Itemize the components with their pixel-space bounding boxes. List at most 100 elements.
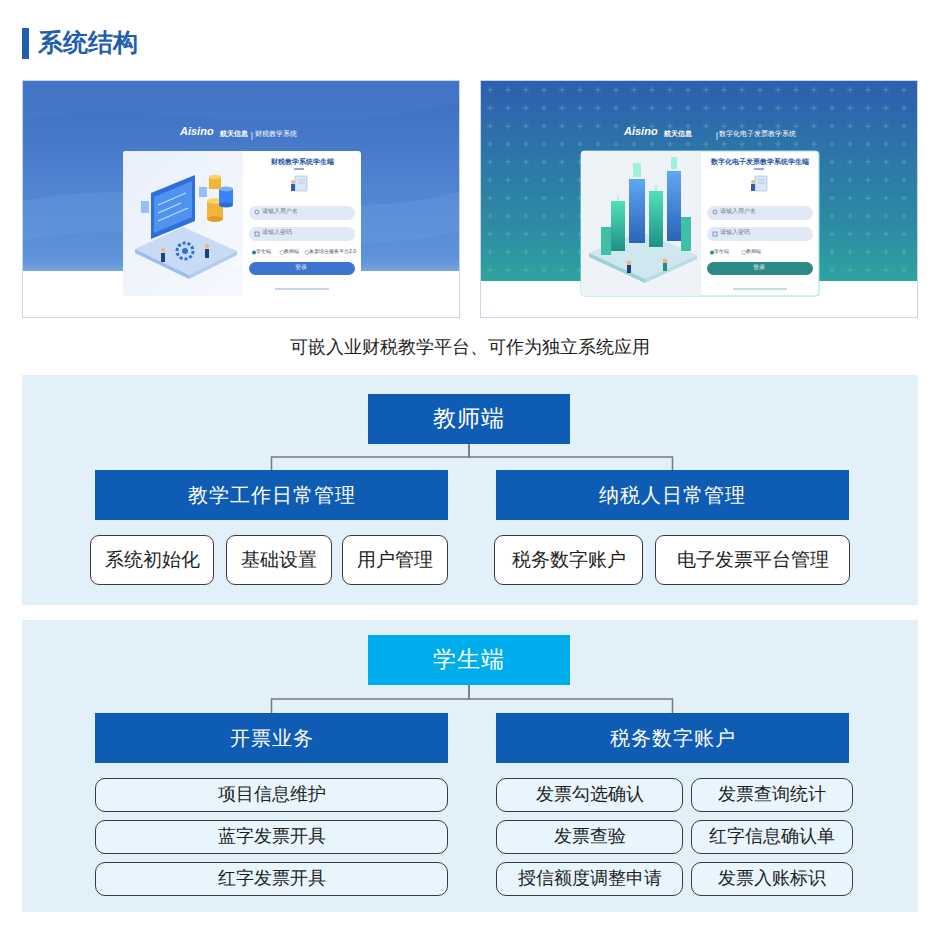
login-illustration	[219, 202, 233, 207]
login-illustration	[158, 193, 186, 205]
node-text: 教学工作日常管理	[188, 483, 356, 507]
function-item: 红字信息确认单	[691, 820, 853, 854]
login-illustration	[589, 253, 645, 283]
node-text: 电子发票平台管理	[677, 549, 829, 572]
system-name: 数字化电子发票教学系统	[719, 130, 796, 137]
node-text: 蓝字发票开具	[218, 826, 326, 848]
login-illustration	[671, 157, 677, 169]
login-illustration	[249, 262, 355, 275]
login-illustration	[633, 163, 641, 177]
login-illustration	[255, 210, 259, 214]
login-illustration	[663, 259, 668, 264]
login-illustration	[742, 251, 746, 255]
node-text: 发票查验	[554, 826, 626, 848]
login-illustration	[280, 251, 284, 255]
brand-logo: Aisino	[624, 126, 658, 137]
login-illustration	[182, 248, 188, 254]
login-illustration	[158, 208, 188, 221]
title-bar	[22, 28, 29, 59]
function-item: 发票入账标识	[691, 862, 853, 896]
function-box: 系统初始化	[90, 535, 214, 585]
login-illustration	[663, 263, 667, 271]
brand-logo: Aisino	[180, 126, 214, 137]
node-text: 授信额度调整申请	[518, 868, 662, 890]
login-illustration	[629, 179, 645, 243]
login-screenshot	[22, 80, 460, 318]
node-text: 红字发票开具	[218, 868, 326, 890]
login-illustration	[627, 265, 631, 273]
tree-connector	[272, 444, 470, 470]
login-illustration	[199, 187, 207, 197]
login-illustration	[123, 151, 361, 296]
function-item: 发票查询统计	[691, 778, 853, 812]
login-illustration	[161, 253, 165, 262]
radio-label: 教师端	[746, 249, 761, 254]
login-illustration	[618, 195, 619, 201]
brand-name: 航天信息	[664, 130, 692, 137]
login-illustration	[294, 169, 304, 170]
node-text: 发票入账标识	[718, 868, 826, 890]
login-illustration	[733, 289, 787, 290]
login-illustration	[23, 81, 460, 318]
function-item: 授信额度调整申请	[496, 862, 683, 896]
login-illustration	[154, 181, 192, 233]
login-title: 数字化电子发票教学系统学生端	[711, 158, 809, 165]
login-illustration	[255, 232, 259, 236]
module-header: 税务数字账户	[496, 713, 849, 763]
function-box: 基础设置	[226, 535, 332, 585]
login-illustration	[710, 251, 714, 255]
login-illustration	[249, 206, 355, 220]
login-illustration	[189, 251, 237, 279]
login-illustration	[123, 151, 243, 296]
module-header: 纳税人日常管理	[496, 470, 849, 520]
login-illustration	[135, 227, 237, 275]
function-item: 红字发票开具	[95, 862, 448, 896]
brand-name: 航天信息	[220, 130, 248, 137]
radio-label: 教师端	[284, 249, 299, 254]
login-button-text: 登录	[295, 264, 307, 270]
tree-connector	[469, 444, 673, 470]
node-text: 税务数字账户	[610, 726, 736, 750]
login-illustration	[751, 184, 755, 191]
login-button-text: 登录	[753, 264, 765, 270]
login-illustration	[298, 183, 305, 184]
function-item: 蓝字发票开具	[95, 820, 448, 854]
radio-label: 学生端	[256, 249, 271, 254]
function-box: 用户管理	[342, 535, 448, 585]
login-illustration	[207, 175, 233, 222]
node-text: 纳税人日常管理	[599, 483, 746, 507]
node-text: 学生端	[433, 646, 505, 674]
login-illustration	[611, 201, 625, 251]
login-illustration	[305, 251, 309, 255]
node-text: 税务数字账户	[512, 549, 626, 572]
login-illustration	[713, 210, 717, 214]
function-box: 税务数字账户	[494, 535, 643, 585]
node-text: 系统初始化	[105, 549, 200, 572]
login-illustration	[249, 227, 355, 241]
login-illustration	[151, 175, 195, 239]
login-illustration	[758, 180, 765, 181]
login-illustration	[751, 180, 755, 184]
login-illustration	[209, 175, 221, 180]
login-illustration	[205, 244, 209, 248]
login-illustration	[755, 176, 767, 191]
login-illustration	[481, 81, 918, 318]
node-text: 发票查询统计	[718, 784, 826, 806]
function-item: 发票勾选确认	[496, 778, 683, 812]
login-illustration	[23, 81, 460, 318]
radio-label: 发票综合服务平台2.0	[309, 249, 356, 254]
teacher-root-box: 教师端	[368, 394, 570, 444]
login-illustration	[707, 227, 813, 241]
login-illustration	[177, 243, 193, 259]
input-placeholder: 请输入用户名	[720, 208, 756, 214]
function-item: 发票查验	[496, 820, 683, 854]
tree-connector	[272, 685, 470, 713]
login-illustration	[645, 255, 697, 283]
login-illustration	[581, 151, 701, 296]
login-illustration	[135, 249, 189, 279]
login-illustration	[481, 81, 918, 318]
node-text: 基础设置	[241, 549, 317, 572]
node-text: 项目信息维护	[218, 784, 326, 806]
login-illustration	[291, 176, 307, 191]
